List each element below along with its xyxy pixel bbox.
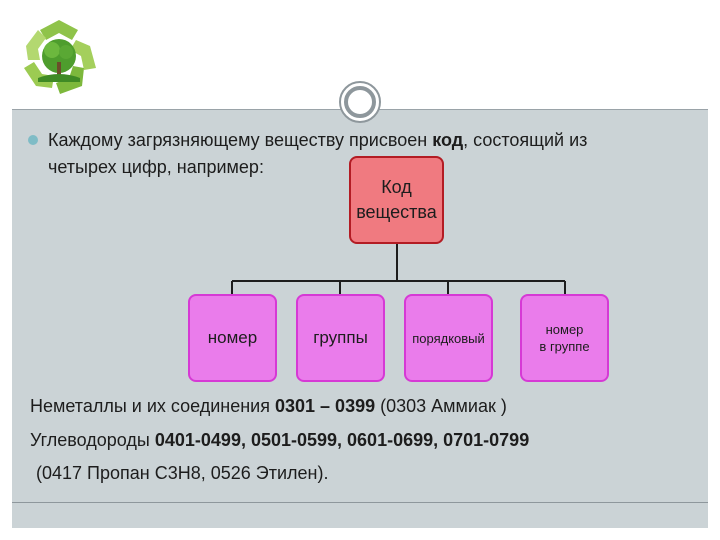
- child-3-label: порядковый: [412, 331, 485, 346]
- recycle-tree-icon: [16, 16, 102, 98]
- example-line-2: Углеводороды 0401-0499, 0501-0599, 0601-…: [30, 430, 529, 451]
- example-1-bold: 0301 – 0399: [275, 396, 375, 416]
- bullet-line-1: Каждому загрязняющему веществу присвоен …: [28, 127, 698, 154]
- example-line-3: (0417 Пропан С3Н8, 0526 Этилен).: [36, 463, 328, 484]
- example-2-bold: 0401-0499, 0501-0599, 0601-0699, 0701-07…: [155, 430, 529, 450]
- diagram-child-node-4: номер в группе: [520, 294, 609, 382]
- child-4-label-line-1: номер: [539, 321, 589, 338]
- bullet-text-before: Каждому загрязняющему веществу присвоен: [48, 130, 432, 150]
- diagram-child-node-3: порядковый: [404, 294, 493, 382]
- root-label-line-2: вещества: [356, 200, 437, 225]
- example-2-text-a: Углеводороды: [30, 430, 155, 450]
- example-1-text-b: (0303 Аммиак ): [375, 396, 507, 416]
- bullet-dot-icon: [28, 135, 38, 145]
- child-2-label: группы: [313, 328, 368, 348]
- root-label-line-1: Код: [356, 175, 437, 200]
- diagram-child-node-1: номер: [188, 294, 277, 382]
- footer-band: [12, 502, 708, 528]
- example-line-1: Неметаллы и их соединения 0301 – 0399 (0…: [30, 396, 507, 417]
- example-1-text-a: Неметаллы и их соединения: [30, 396, 275, 416]
- child-4-label-line-2: в группе: [539, 338, 589, 355]
- bullet-text-after: , состоящий из: [463, 130, 587, 150]
- child-1-label: номер: [208, 328, 257, 348]
- diagram-root-node: Код вещества: [349, 156, 444, 244]
- bullet-bold-word: код: [432, 130, 463, 150]
- ring-ornament-icon: [338, 80, 382, 124]
- diagram-child-node-2: группы: [296, 294, 385, 382]
